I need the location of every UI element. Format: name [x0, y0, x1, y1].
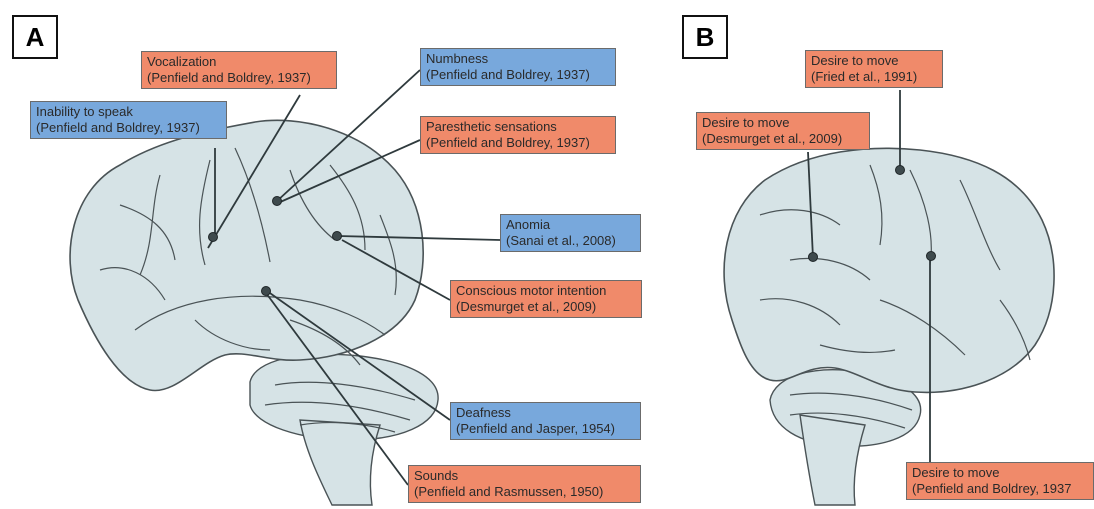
label-paresthetic-title: Paresthetic sensations: [426, 119, 557, 134]
leader-desire-desmurget: [807, 151, 814, 259]
panel-label-b: B: [682, 15, 728, 59]
label-vocalization-title: Vocalization: [147, 54, 217, 69]
label-desire-penfield: Desire to move (Penfield and Boldrey, 19…: [906, 462, 1094, 500]
label-numbness: Numbness (Penfield and Boldrey, 1937): [420, 48, 616, 86]
sulci-a: [99, 147, 416, 433]
brain-a: [69, 119, 439, 506]
leaders-a: [207, 69, 501, 486]
points-a: [208, 196, 342, 296]
label-anomia-citation: (Sanai et al., 2008): [506, 233, 616, 248]
label-anomia-title: Anomia: [506, 217, 551, 232]
label-inability-to-speak: Inability to speak (Penfield and Boldrey…: [30, 101, 227, 139]
brainstem-b: [799, 414, 866, 506]
label-vocalization-citation: (Penfield and Boldrey, 1937): [147, 70, 311, 85]
leader-anomia: [337, 235, 501, 241]
label-desire-penfield-citation: (Penfield and Boldrey, 1937: [912, 481, 1072, 496]
label-inability-citation: (Penfield and Boldrey, 1937): [36, 120, 200, 135]
point-desire-desmurget: [808, 252, 818, 262]
label-desire-desmurget-title: Desire to move: [702, 115, 790, 130]
leader-numbness: [276, 69, 421, 202]
points-b: [808, 165, 936, 262]
label-deafness: Deafness (Penfield and Jasper, 1954): [450, 402, 641, 440]
label-sounds-citation: (Penfield and Rasmussen, 1950): [414, 484, 604, 499]
label-numbness-citation: (Penfield and Boldrey, 1937): [426, 67, 590, 82]
label-anomia: Anomia (Sanai et al., 2008): [500, 214, 641, 252]
leader-conscious: [341, 239, 451, 301]
label-sounds: Sounds (Penfield and Rasmussen, 1950): [408, 465, 641, 503]
panel-label-a: A: [12, 15, 58, 59]
label-desire-fried-title: Desire to move: [811, 53, 899, 68]
point-anomia: [332, 231, 342, 241]
label-deafness-title: Deafness: [456, 405, 511, 420]
point-desire-fried: [895, 165, 905, 175]
point-vocalization: [208, 232, 218, 242]
label-desire-fried: Desire to move (Fried et al., 1991): [805, 50, 943, 88]
brain-b: [723, 147, 1055, 506]
label-paresthetic-citation: (Penfield and Boldrey, 1937): [426, 135, 590, 150]
label-vocalization: Vocalization (Penfield and Boldrey, 1937…: [141, 51, 337, 89]
label-desire-penfield-title: Desire to move: [912, 465, 1000, 480]
label-conscious-citation: (Desmurget et al., 2009): [456, 299, 597, 314]
point-deafness: [261, 286, 271, 296]
label-desire-desmurget-citation: (Desmurget et al., 2009): [702, 131, 843, 146]
leader-deafness: [266, 290, 451, 421]
label-sounds-title: Sounds: [414, 468, 459, 483]
cerebrum-a: [69, 119, 424, 392]
leader-sounds: [265, 292, 409, 486]
label-numbness-title: Numbness: [426, 51, 489, 66]
label-desire-desmurget: Desire to move (Desmurget et al., 2009): [696, 112, 870, 150]
point-numbness: [272, 196, 282, 206]
label-conscious-motor-intention: Conscious motor intention (Desmurget et …: [450, 280, 642, 318]
cerebrum-b: [723, 147, 1055, 394]
point-desire-penfield: [926, 251, 936, 261]
leaders-b: [807, 90, 931, 462]
label-desire-fried-citation: (Fried et al., 1991): [811, 69, 918, 84]
label-conscious-title: Conscious motor intention: [456, 283, 607, 298]
brainstem-a: [299, 419, 381, 506]
leader-paresthetic: [277, 139, 421, 204]
label-paresthetic: Paresthetic sensations (Penfield and Bol…: [420, 116, 616, 154]
label-deafness-citation: (Penfield and Jasper, 1954): [456, 421, 615, 436]
leader-vocalization: [207, 94, 301, 249]
label-inability-title: Inability to speak: [36, 104, 133, 119]
